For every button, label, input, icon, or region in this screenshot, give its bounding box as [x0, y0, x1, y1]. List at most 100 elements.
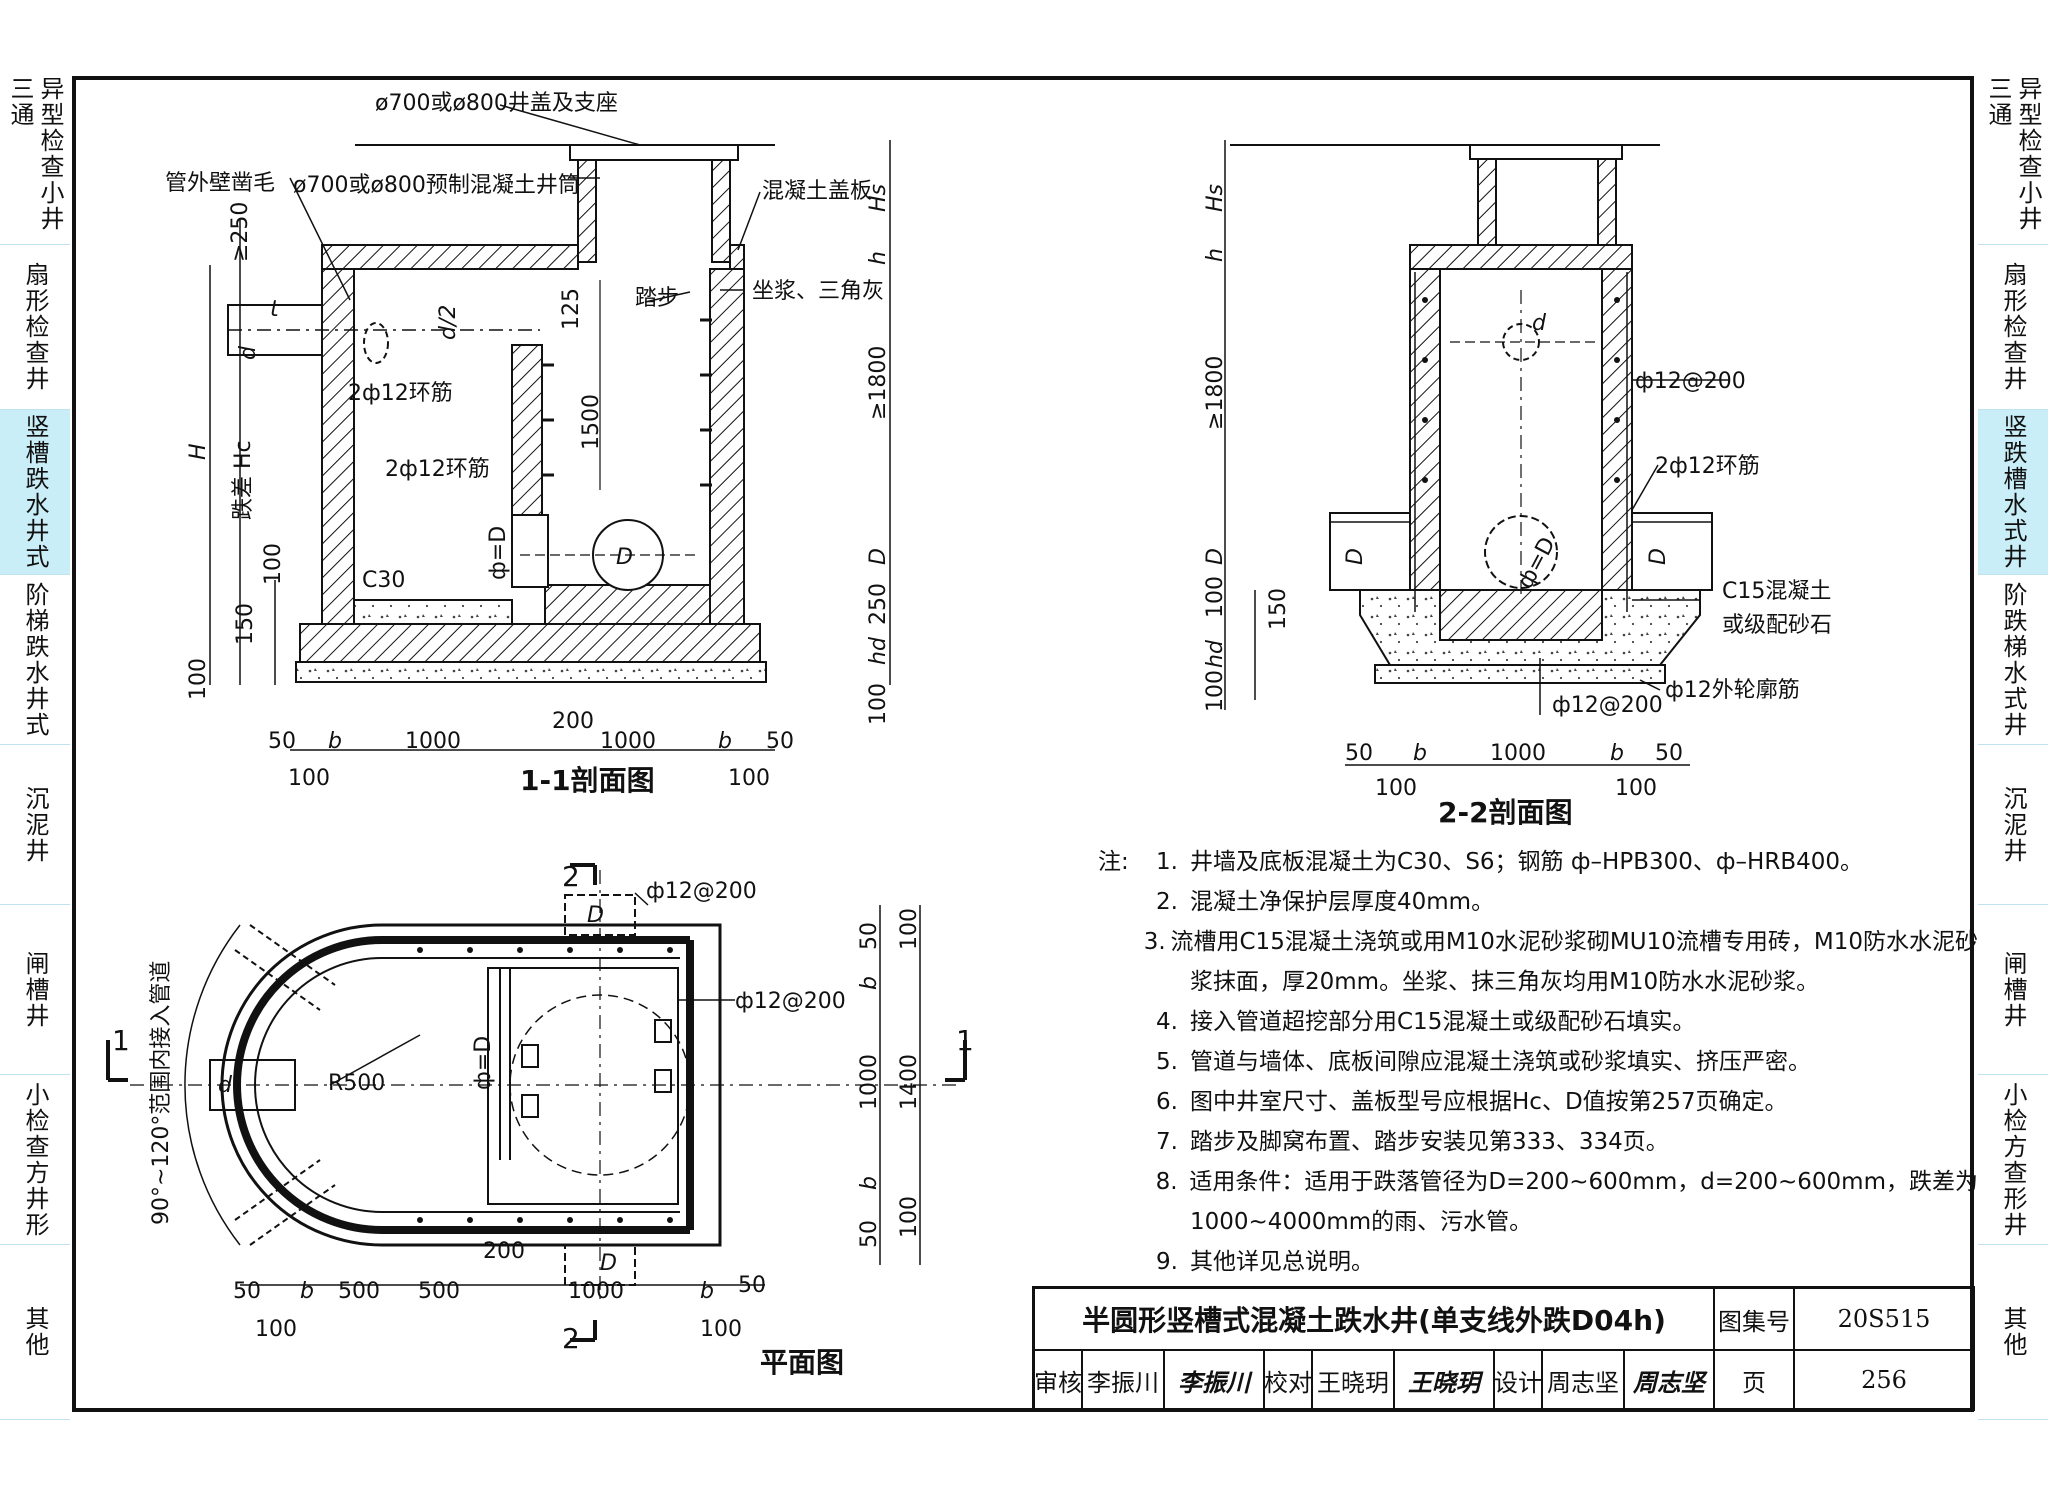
right-tab-1[interactable]: 扇形检查井	[1978, 245, 2048, 410]
right-tab-0[interactable]: 异型检查小井三通	[1978, 76, 2048, 245]
note-row: 1000~4000mm的雨、污水管。	[1098, 1202, 1978, 1242]
note-text: 井墙及底板混凝土为C30、S6；钢筋 ф–HPB300、ф–HRB400。	[1190, 849, 1863, 875]
note-lead	[1098, 1122, 1156, 1162]
left-tab-3[interactable]: 阶梯跌水井式	[0, 575, 70, 745]
right-tab-label: 沉泥井	[1999, 785, 2027, 864]
sec22-dim-ge1800: ≥1800	[1203, 356, 1228, 430]
right-tab-label: 竖跌槽水式井	[1999, 414, 2027, 570]
designer-name: 周志坚	[1543, 1351, 1625, 1411]
page-label: 页	[1715, 1351, 1795, 1411]
sec11-dim-100r: 100	[866, 683, 891, 725]
plan-rdim-50a: 50	[857, 922, 882, 950]
sec11-dim-200: 200	[552, 709, 594, 734]
plan-title: 平面图	[760, 1346, 844, 1379]
note-number: 7.	[1156, 1129, 1178, 1155]
sec11-dim-100a: 100	[288, 766, 330, 791]
plan-bdim-b2: b	[700, 1279, 714, 1304]
sec22-dim-100b: 100	[1203, 670, 1228, 712]
left-tab-5[interactable]: 闸槽井	[0, 905, 70, 1075]
plan-bdim-200: 200	[483, 1239, 525, 1264]
sec11-dim-250: 250	[866, 583, 891, 625]
left-tab-6[interactable]: 小检查方井形	[0, 1075, 70, 1245]
sec11-dim-100b: 100	[728, 766, 770, 791]
right-tab-2[interactable]: 竖跌槽水式井	[1978, 410, 2048, 575]
note-text: 浆抹面，厚20mm。坐浆、抹三角灰均用M10防水水泥砂浆。	[1190, 969, 1820, 995]
label-rebar-22a: ф12@200	[1635, 369, 1746, 394]
left-tab-2[interactable]: 竖槽跌水井式	[0, 410, 70, 575]
section-1-1	[209, 104, 891, 751]
plan-bdim-b1: b	[300, 1279, 314, 1304]
plan-cut-2-top: 2	[562, 860, 580, 893]
right-tab-7[interactable]: 其他	[1978, 1245, 2048, 1420]
sec22-dim-100b: 100	[1615, 776, 1657, 801]
atlas-label: 图集号	[1715, 1289, 1795, 1351]
note-number: 3.	[1143, 929, 1166, 955]
sec22-dim-h: h	[1203, 248, 1228, 262]
plan-d: d	[218, 1073, 233, 1098]
note-lead	[1098, 1202, 1156, 1242]
note-lead	[1098, 1042, 1156, 1082]
sec11-dim-125: 125	[559, 288, 584, 330]
sec11-dim-dhalf: d/2	[436, 305, 461, 340]
plan-cut-1-left: 1	[112, 1024, 130, 1057]
sec11-dim-hd: hd	[866, 636, 891, 665]
section-2-2-title: 2-2剖面图	[1438, 796, 1573, 829]
review-label: 审核	[1035, 1351, 1083, 1411]
sec22-dim-Dright: D	[1646, 548, 1671, 565]
sec11-dim-100l: 100	[186, 658, 211, 700]
right-tab-label: 其他	[1999, 1306, 2027, 1358]
plan-rdim-50b: 50	[857, 1220, 882, 1248]
right-tab-5[interactable]: 闸槽井	[1978, 905, 2048, 1075]
left-tab-label: 其他	[21, 1306, 49, 1358]
sec22-dim-1000: 1000	[1490, 741, 1546, 766]
drawing-frame	[72, 76, 1974, 1412]
note-text: 1000~4000mm的雨、污水管。	[1190, 1209, 1533, 1235]
sec22-dim-100: 100	[1203, 576, 1228, 618]
right-tab-3[interactable]: 阶跌梯水式井	[1978, 575, 2048, 745]
note-number	[1156, 1202, 1190, 1242]
plan-rebar-top: ф12@200	[646, 879, 757, 904]
plan-cut-1-right: 1	[956, 1024, 974, 1057]
plan-view	[106, 863, 967, 1342]
note-text: 混凝土净保护层厚度40mm。	[1190, 889, 1495, 915]
sec11-dim-1000a: 1000	[405, 729, 461, 754]
check-label: 校对	[1265, 1351, 1313, 1411]
plan-rdim-1400: 1400	[897, 1054, 922, 1110]
plan-rdim-b1: b	[857, 976, 882, 990]
note-text: 其他详见总说明。	[1190, 1249, 1374, 1275]
left-tab-4[interactable]: 沉泥井	[0, 745, 70, 905]
left-tab-0[interactable]: 异型检查小井三通	[0, 76, 70, 245]
plan-range: 90°~120°范围内接入管道	[149, 961, 174, 1225]
sec11-dim-phiD: ф=D	[486, 526, 511, 580]
note-row: 9.其他详见总说明。	[1098, 1242, 1978, 1282]
plan-bdim-100b: 100	[700, 1317, 742, 1342]
left-tab-7[interactable]: 其他	[0, 1245, 70, 1420]
note-text: 管道与墙体、底板间隙应混凝土浇筑或砂浆填实、挤压严密。	[1190, 1049, 1811, 1075]
left-tab-1[interactable]: 扇形检查井	[0, 245, 70, 410]
sec11-dim-ge1800: ≥1800	[866, 346, 891, 420]
design-notes: 注:1.井墙及底板混凝土为C30、S6；钢筋 ф–HPB300、ф–HRB400…	[1098, 842, 1978, 1282]
sec11-dim-ge250: ≥250	[228, 202, 253, 262]
plan-D-bottom: D	[600, 1251, 617, 1276]
note-row: 浆抹面，厚20mm。坐浆、抹三角灰均用M10防水水泥砂浆。	[1098, 962, 1978, 1002]
design-label: 设计	[1495, 1351, 1543, 1411]
note-text: 踏步及脚窝布置、踏步安装见第333、334页。	[1190, 1129, 1669, 1155]
note-number: 8.	[1155, 1169, 1178, 1195]
plan-bdim-1000: 1000	[568, 1279, 624, 1304]
right-tab-label: 扇形检查井	[1999, 262, 2027, 392]
right-tab-label: 小检方查形井	[1999, 1081, 2027, 1238]
drawing-title: 半圆形竖槽式混凝土跌水井(单支线外跌D04h)	[1035, 1289, 1715, 1351]
right-tab-4[interactable]: 沉泥井	[1978, 745, 2048, 905]
atlas-number: 20S515	[1795, 1289, 1975, 1351]
left-tab-label: 阶梯跌水井式	[21, 581, 49, 738]
sec22-dim-phiD: ф=D	[1513, 533, 1561, 593]
sec11-dim-Hc: 跌差 Hc	[231, 440, 256, 520]
right-tab-6[interactable]: 小检方查形井	[1978, 1075, 2048, 1245]
note-lead: 注:	[1098, 849, 1129, 875]
plan-rdim-100a: 100	[897, 908, 922, 950]
sec22-dim-D: D	[1203, 548, 1228, 565]
page-number: 256	[1795, 1351, 1975, 1411]
sec22-dim-100a: 100	[1375, 776, 1417, 801]
plan-radius: R500	[328, 1071, 385, 1096]
label-shaft: ø700或ø800预制混凝土井筒	[293, 173, 580, 198]
